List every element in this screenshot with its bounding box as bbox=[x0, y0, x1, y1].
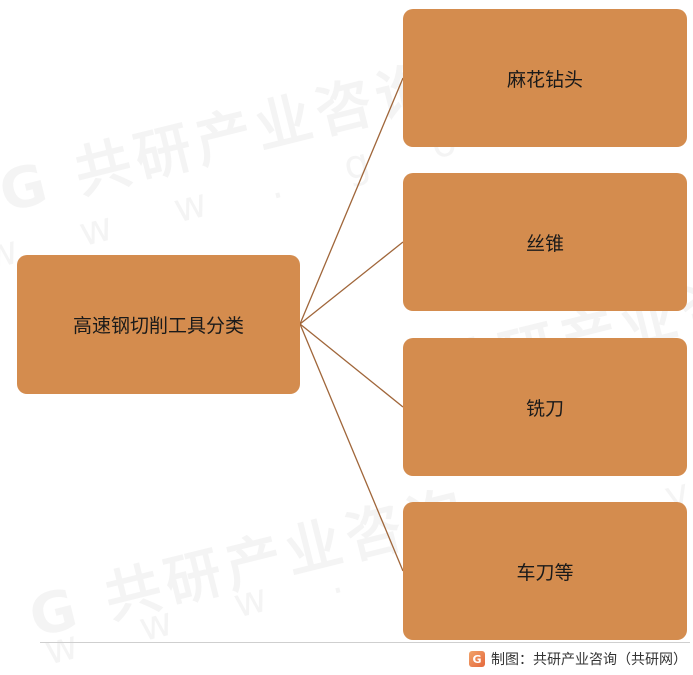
category-node: 铣刀 bbox=[403, 338, 687, 476]
connector-line-1 bbox=[299, 241, 404, 325]
connector-line-2 bbox=[299, 323, 404, 408]
category-node-label: 车刀等 bbox=[516, 561, 574, 584]
footer-divider bbox=[40, 642, 690, 643]
source-text: 制图：共研产业咨询（共研网） bbox=[491, 652, 687, 668]
category-node: 车刀等 bbox=[403, 502, 687, 640]
category-node-label: 丝锥 bbox=[525, 232, 564, 255]
category-node: 丝锥 bbox=[403, 173, 687, 311]
category-node-label: 麻花钻头 bbox=[506, 68, 583, 91]
connector-line-3 bbox=[299, 323, 404, 572]
root-node-label: 高速钢切削工具分类 bbox=[72, 315, 244, 337]
category-node-label: 铣刀 bbox=[525, 397, 564, 420]
category-node: 麻花钻头 bbox=[403, 9, 687, 147]
brand-logo-icon: G bbox=[469, 651, 485, 667]
root-node: 高速钢切削工具分类 bbox=[17, 255, 300, 394]
source-footer: G 制图：共研产业咨询（共研网） bbox=[469, 649, 687, 669]
connector-line-0 bbox=[299, 77, 404, 325]
